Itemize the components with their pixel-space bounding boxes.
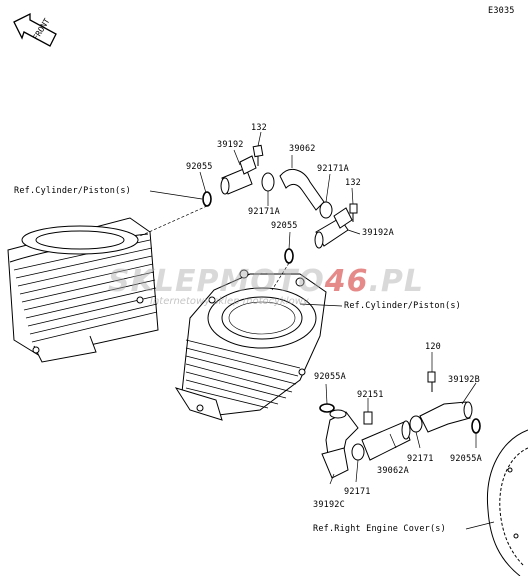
label-ref-cylinder-left: Ref.Cylinder/Piston(s) (14, 186, 131, 196)
label-132-right: 132 (345, 178, 361, 188)
label-92171-mid: 92171 (407, 454, 434, 464)
label-39192: 39192 (217, 140, 244, 150)
label-92151: 92151 (357, 390, 384, 400)
label-ref-cylinder-right: Ref.Cylinder/Piston(s) (344, 301, 461, 311)
hose-39062A (361, 420, 411, 461)
label-92055A-left: 92055A (314, 372, 346, 382)
watermark-text-b: MOTO (219, 264, 325, 299)
bolt-132-right (349, 203, 358, 222)
clamp-92171-low (351, 443, 365, 461)
clamp-92171A-bottom (319, 201, 333, 219)
label-92055-left: 92055 (186, 162, 213, 172)
front-arrow-icon: FRONT (13, 12, 57, 47)
label-132-top: 132 (251, 123, 267, 133)
clamp-92171A-top (261, 172, 275, 192)
watermark-text-c: 46 (324, 264, 369, 299)
label-39192B: 39192B (448, 375, 480, 385)
rear-cylinder (7, 217, 159, 363)
front-cylinder (174, 269, 327, 421)
label-92055-mid: 92055 (271, 221, 298, 231)
watermark-text-d: .PL (368, 264, 425, 299)
bolt-120 (427, 371, 436, 392)
o-ring-92055A-left (319, 403, 335, 413)
label-92171-low: 92171 (344, 487, 371, 497)
hose-fitting-39192 (220, 155, 257, 195)
hose-fitting-39192C (321, 409, 359, 479)
label-120: 120 (425, 342, 441, 352)
diagram-code: E3035 (488, 6, 515, 16)
o-ring-92055A-right (471, 418, 481, 434)
o-ring-92055-left (202, 191, 212, 207)
watermark-logo: SKLEPMOTO46.PL (108, 264, 424, 299)
bolt-92151 (363, 411, 373, 425)
label-92171A-top: 92171A (317, 164, 349, 174)
clamp-92171-mid (409, 415, 423, 433)
watermark-tagline: Internetowy sklep motocyklowy (150, 296, 309, 307)
hose-fitting-39192A (314, 207, 353, 249)
bolt-132-top (252, 144, 264, 166)
label-39062: 39062 (289, 144, 316, 154)
right-engine-cover (486, 429, 528, 576)
label-39062A: 39062A (377, 466, 409, 476)
hose-39062 (279, 168, 325, 211)
label-39192A: 39192A (362, 228, 394, 238)
label-92171A-bottom: 92171A (248, 207, 280, 217)
label-ref-engine-cover: Ref.Right Engine Cover(s) (313, 524, 446, 534)
o-ring-92055-mid (284, 248, 294, 264)
hose-fitting-39192B (419, 401, 473, 433)
label-39192C: 39192C (313, 500, 345, 510)
leader-lines (139, 131, 495, 530)
watermark-text-a: SKLEP (108, 264, 220, 299)
label-92055A-right: 92055A (450, 454, 482, 464)
